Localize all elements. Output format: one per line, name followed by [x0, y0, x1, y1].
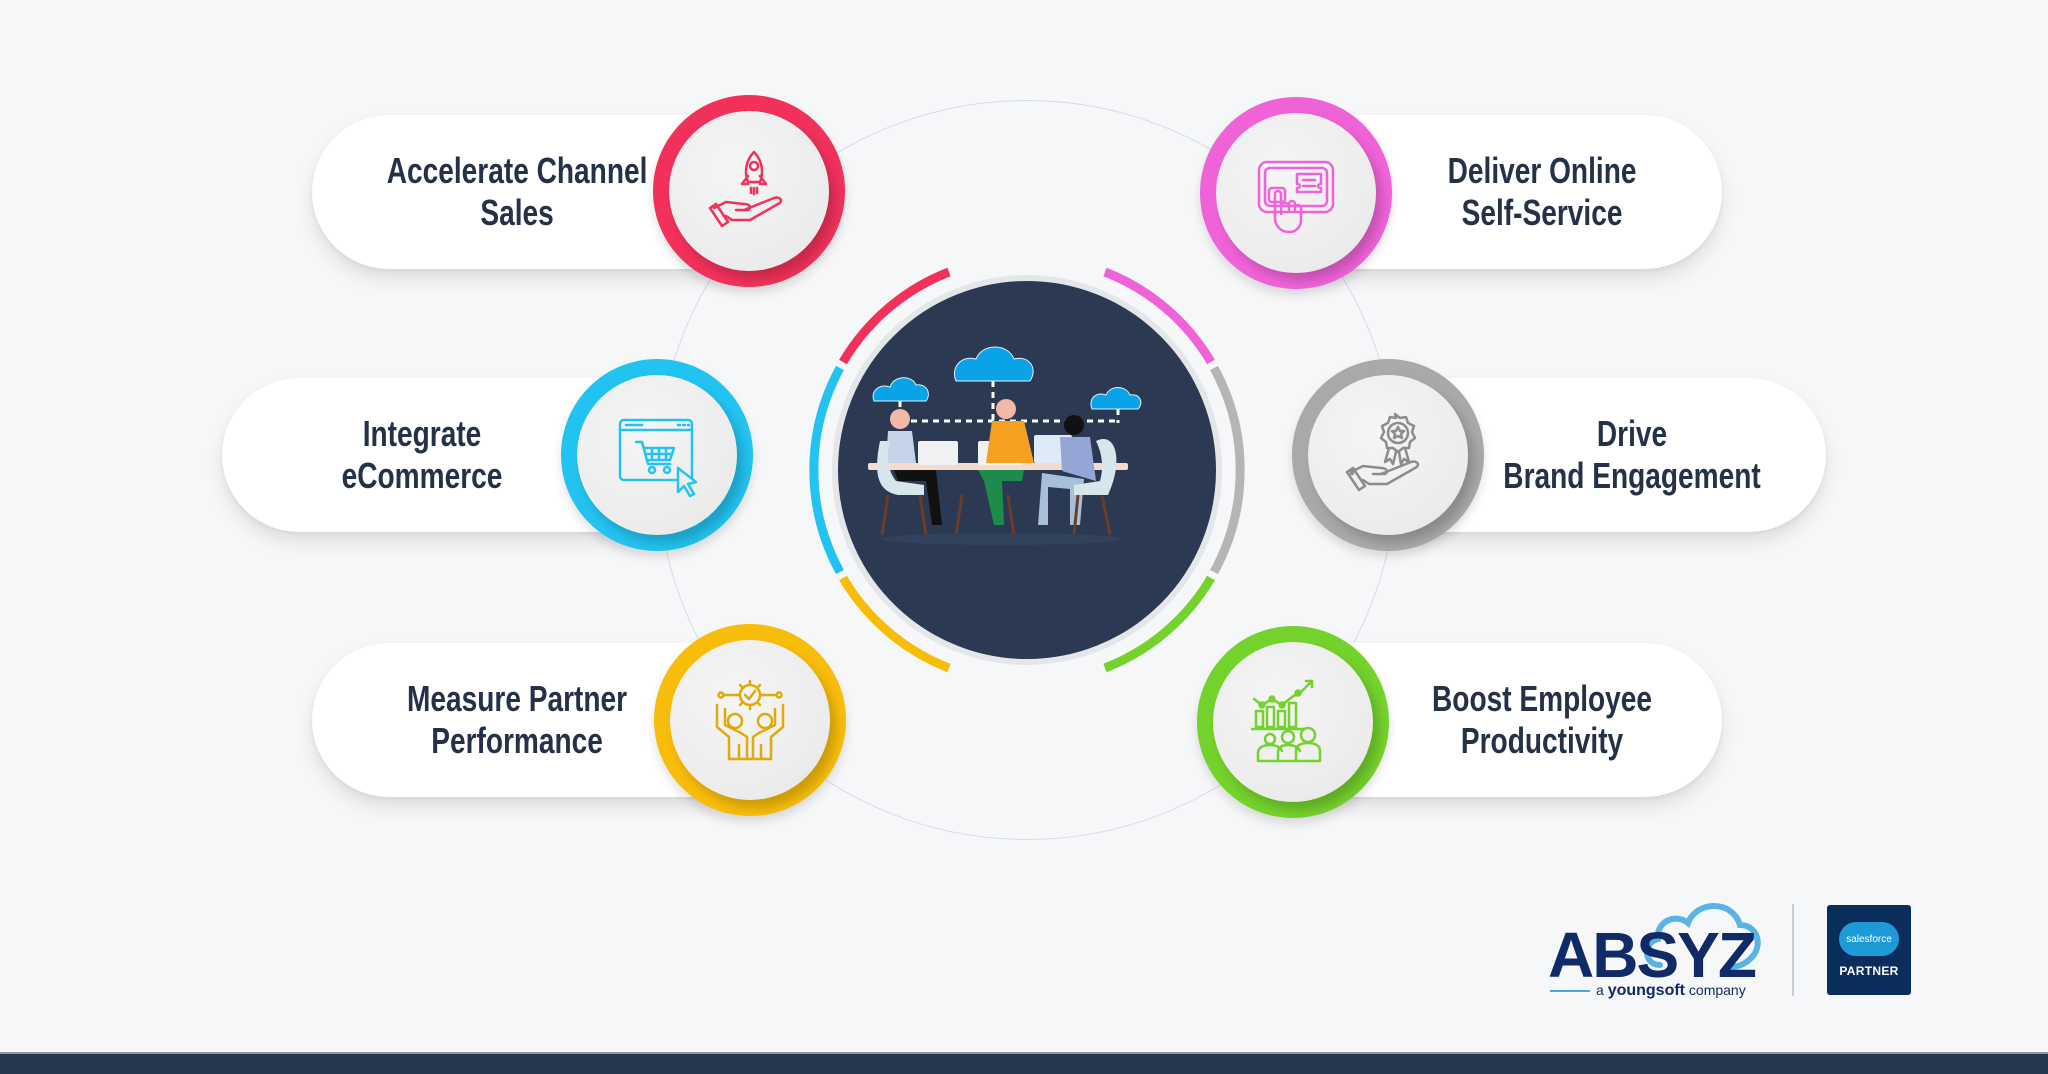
color-arcs	[809, 267, 1245, 673]
badge-drive-brand-engagement	[1292, 359, 1484, 551]
growth-team-icon	[1250, 679, 1322, 763]
touch-ticket-icon	[1257, 160, 1335, 234]
badge-deliver-online-self-service	[1200, 97, 1392, 289]
team-cloud-illustration	[868, 346, 1142, 545]
feature-label: Accelerate Channel Sales	[386, 150, 648, 233]
rocket-hand-icon	[708, 150, 783, 228]
badge-integrate-ecommerce	[561, 359, 753, 551]
badge-accelerate-channel-sales	[653, 95, 845, 287]
feature-label: Deliver Online Self-Service	[1447, 150, 1637, 233]
absyz-wordmark: ABSYZ	[1548, 919, 1757, 991]
feature-label: Boost Employee Productivity	[1431, 678, 1653, 761]
tagline-prefix: a	[1596, 982, 1604, 998]
cloud-logo-icon	[1644, 903, 1761, 970]
center-circle	[832, 275, 1222, 665]
badge-boost-employee-productivity	[1197, 626, 1389, 818]
feature-label: Drive Brand Engagement	[1503, 413, 1761, 496]
tagline-rule	[1550, 990, 1590, 993]
feature-label: Integrate eCommerce	[341, 413, 503, 496]
salesforce-text: salesforce	[1846, 933, 1892, 945]
partner-label: PARTNER	[1839, 964, 1899, 978]
logo-divider	[1792, 904, 1794, 996]
team-gear-icon	[715, 679, 785, 761]
absyz-tagline: a youngsoft company	[1550, 982, 1746, 1000]
salesforce-cloud-icon: salesforce	[1839, 922, 1899, 956]
browser-cart-icon	[618, 418, 698, 498]
footer-bar	[0, 1052, 2048, 1074]
award-hand-icon	[1345, 412, 1420, 492]
tagline-brand: youngsoft	[1607, 982, 1686, 999]
salesforce-partner-badge: salesforce PARTNER	[1827, 905, 1911, 995]
feature-label: Measure Partner Performance	[406, 678, 628, 761]
tagline-suffix: company	[1688, 982, 1746, 998]
center-illustration	[807, 250, 1247, 690]
badge-measure-partner-performance	[654, 624, 846, 816]
